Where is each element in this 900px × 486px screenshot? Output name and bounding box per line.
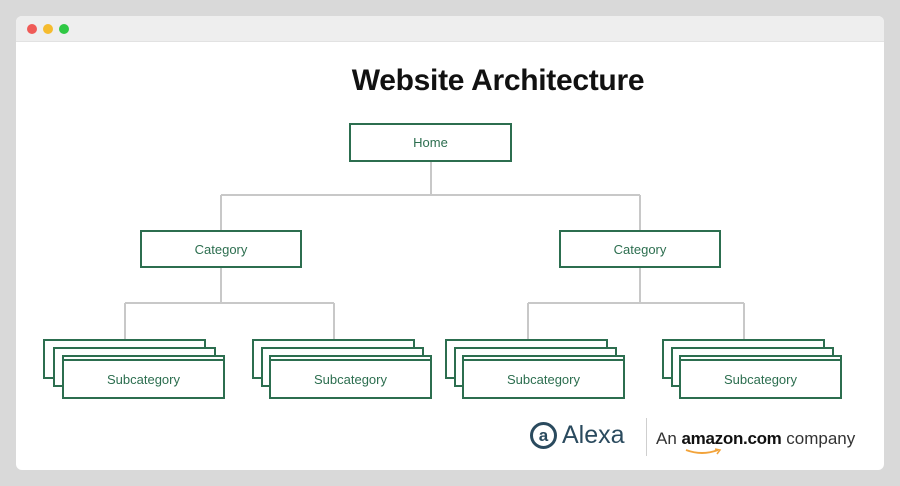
category-node-2: Category: [559, 230, 721, 268]
amazon-tagline: An amazon.com company: [656, 429, 856, 455]
amazon-logo: amazon.com: [681, 429, 782, 455]
maximize-window-button[interactable]: [59, 24, 69, 34]
close-window-button[interactable]: [27, 24, 37, 34]
minimize-window-button[interactable]: [43, 24, 53, 34]
home-node: Home: [349, 123, 512, 162]
alexa-logo: a Alexa: [530, 421, 625, 450]
subcategory-node-3: Subcategory: [462, 359, 625, 399]
amazon-smile-icon: [685, 448, 721, 455]
window-titlebar: [16, 16, 884, 42]
alexa-wordmark: Alexa: [562, 421, 625, 449]
subcategory-node-2: Subcategory: [269, 359, 432, 399]
tagline-prefix: An: [656, 429, 677, 448]
branding-divider: [646, 418, 647, 456]
browser-window: Website Architecture Home Category Categ…: [16, 16, 884, 470]
alexa-at-icon: a: [530, 422, 557, 449]
subcategory-node-4: Subcategory: [679, 359, 842, 399]
connector-lines: [124, 162, 745, 339]
amazon-brand-text: amazon.com: [681, 429, 782, 448]
subcategory-node-1: Subcategory: [62, 359, 225, 399]
tagline-suffix: company: [786, 429, 856, 448]
diagram-title: Website Architecture: [351, 64, 645, 97]
category-node-1: Category: [140, 230, 302, 268]
